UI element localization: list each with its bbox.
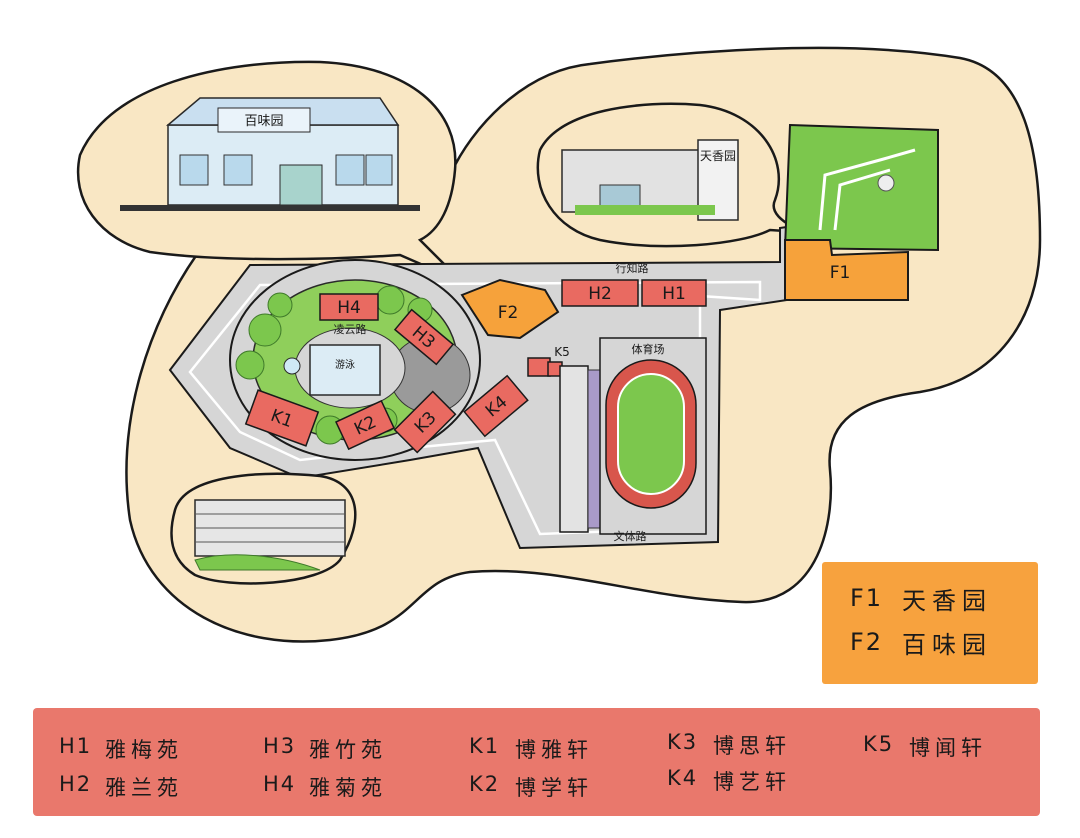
f2-canteen — [460, 278, 560, 340]
legend-code: K4 — [667, 766, 699, 790]
legend-name: 百味园 — [902, 630, 992, 659]
dorm-legend-item: K2 博学轩 — [469, 772, 593, 802]
label-f2: F2 — [498, 303, 519, 323]
building-h1 — [641, 279, 707, 307]
f1-fountain — [877, 174, 895, 192]
building-k5 — [527, 357, 551, 377]
dorm-legend-item: K1 博雅轩 — [469, 734, 593, 764]
center-sign: 游泳 — [335, 358, 355, 371]
baiwei-sign: 百味园 — [244, 114, 283, 129]
building-h3 — [393, 308, 455, 366]
dorm-legend-item: H4 雅菊苑 — [263, 772, 387, 802]
building-k4 — [463, 374, 529, 438]
legend-code: H2 — [59, 772, 93, 796]
dorm-building — [194, 499, 346, 571]
dorm-legend-item: H1 雅梅苑 — [59, 734, 183, 764]
legend-name: 博艺轩 — [713, 770, 791, 794]
legend-name: 雅梅苑 — [105, 738, 183, 762]
legend-name: 雅竹苑 — [309, 738, 387, 762]
label-f1: F1 — [830, 263, 851, 283]
legend-name: 天香园 — [902, 586, 992, 615]
grandstand — [559, 365, 589, 533]
building-k2 — [335, 399, 395, 451]
f1-area — [783, 123, 939, 252]
dorm-legend: H1 雅梅苑 H2 雅兰苑 H3 雅竹苑 H4 雅菊苑 K1 博雅轩 K2 博学… — [33, 708, 1040, 816]
building-k1 — [244, 389, 320, 447]
dorm-legend-item: H3 雅竹苑 — [263, 734, 387, 764]
dorm-legend-item: K5 博闻轩 — [863, 732, 987, 762]
building-h4 — [319, 293, 379, 321]
road-inner: 凌云路 — [334, 322, 367, 336]
center-building — [309, 344, 381, 396]
legend-code: K5 — [863, 732, 895, 756]
label-k5: K5 — [554, 345, 570, 359]
tianxiang-sign: 天香园 — [700, 149, 736, 163]
building-h2 — [561, 279, 639, 307]
building-k3 — [393, 390, 457, 454]
dorm-legend-item: K3 博思轩 — [667, 730, 791, 760]
stadium-label: 体育场 — [632, 342, 665, 356]
legend-name: 博思轩 — [713, 734, 791, 758]
label-h4: H4 — [337, 298, 361, 318]
baiwei-building — [120, 97, 420, 211]
legend-name: 博学轩 — [515, 776, 593, 800]
legend-code: K2 — [469, 772, 501, 796]
legend-name: 博雅轩 — [515, 738, 593, 762]
tianxiang-building — [561, 139, 739, 221]
dorm-legend-item: K4 博艺轩 — [667, 766, 791, 796]
f1-canteen — [784, 239, 909, 301]
legend-code: H3 — [263, 734, 297, 758]
legend-code: H4 — [263, 772, 297, 796]
legend-code: K1 — [469, 734, 501, 758]
legend-name: 雅菊苑 — [309, 776, 387, 800]
f1-path — [818, 148, 916, 231]
legend-code: K3 — [667, 730, 699, 754]
label-h1: H1 — [662, 284, 686, 304]
legend-name: 雅兰苑 — [105, 776, 183, 800]
legend-code: F1 — [850, 584, 884, 612]
legend-name: 博闻轩 — [909, 736, 987, 760]
label-h2: H2 — [588, 284, 612, 304]
legend-code: F2 — [850, 628, 884, 656]
legend-code: H1 — [59, 734, 93, 758]
road-bottom: 文体路 — [614, 529, 647, 543]
canteen-legend-row: F2 百味园 — [850, 620, 1038, 664]
canteen-legend-row: F1 天香园 — [850, 576, 1038, 620]
canteen-legend: F1 天香园 F2 百味园 — [822, 562, 1038, 684]
road-top: 行知路 — [616, 261, 649, 275]
campus-map: 百味园 天香园 游泳 F1 F2 H2 H1 H4 H3 — [76, 46, 1042, 643]
center-marker — [283, 357, 301, 375]
dorm-legend-item: H2 雅兰苑 — [59, 772, 183, 802]
football-field — [617, 373, 685, 495]
